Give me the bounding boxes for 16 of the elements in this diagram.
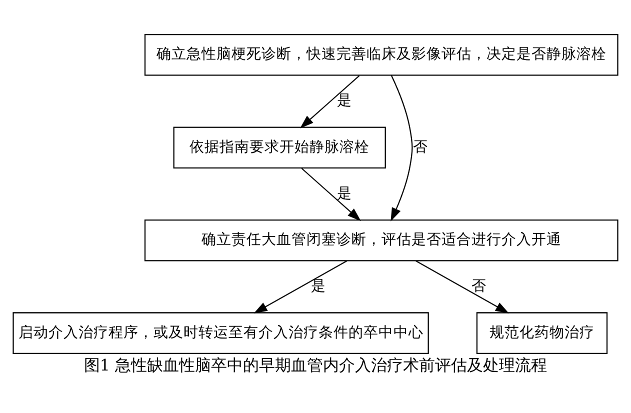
node-box: 规范化药物治疗 <box>476 312 608 354</box>
node-box: 依据指南要求开始静脉溶栓 <box>173 126 386 168</box>
edge-label: 否 <box>472 277 487 294</box>
arrow <box>254 260 348 313</box>
arrow <box>390 74 413 221</box>
edge-label: 是 <box>337 184 352 202</box>
node-box: 确立责任大血管闭塞诊断，评估是否适合进行介入开通 <box>144 218 618 261</box>
arrow <box>301 167 361 221</box>
node-box: 启动介入治疗程序，或及时转运至有介入治疗条件的卒中中心 <box>12 312 429 354</box>
edge-label: 是 <box>311 277 326 294</box>
arrow <box>416 260 510 313</box>
arrow <box>300 74 360 128</box>
edge-label: 是 <box>337 92 352 109</box>
node-box: 确立急性脑梗死诊断，快速完善临床及影像评估，决定是否静脉溶栓 <box>144 33 618 76</box>
caption: 图1 急性缺血性脑卒中的早期血管内介入治疗术前评估及处理流程 <box>84 355 548 374</box>
edge-label: 否 <box>412 138 428 155</box>
